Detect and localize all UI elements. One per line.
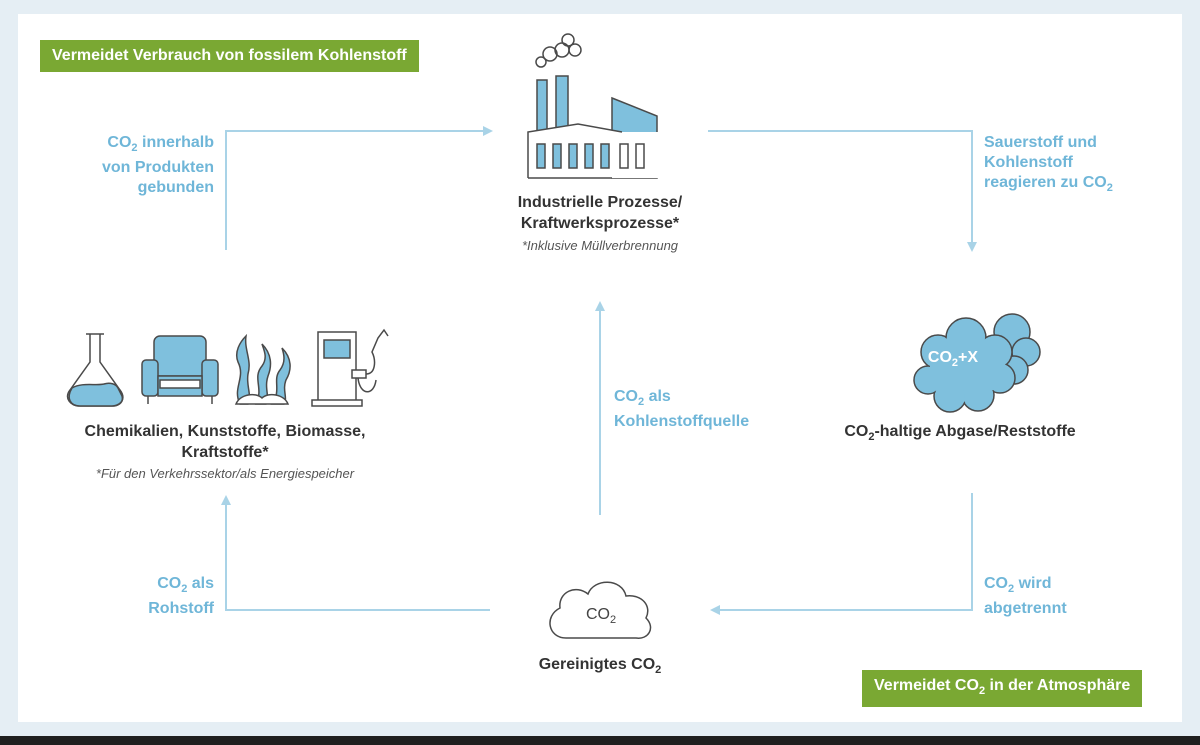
label-co2-bound: CO2 innerhalb von Produkten gebunden bbox=[101, 134, 214, 197]
arrow-industry-to-exhaust bbox=[708, 130, 977, 252]
industry-title: Industrielle Prozesse/ Kraftwerksprozess… bbox=[517, 194, 683, 232]
armchair-icon bbox=[141, 335, 219, 404]
label-separated: CO2 wird abgetrennt bbox=[984, 575, 1067, 618]
exhaust-title: CO2-haltige Abgase/Reststoffe bbox=[844, 423, 1076, 444]
purified-cloud-icon bbox=[549, 581, 652, 639]
purified-title: Gereinigtes CO2 bbox=[538, 656, 662, 677]
purified-cloud-label: CO2 bbox=[585, 606, 617, 627]
arrow-products-to-industry bbox=[225, 126, 493, 250]
arrow-purified-to-products bbox=[221, 495, 490, 611]
exhaust-cloud-label: CO2+X bbox=[927, 349, 979, 370]
label-oxygen-carbon: Sauerstoff und Kohlenstoff reagieren zu … bbox=[984, 134, 1113, 195]
factory-icon bbox=[527, 33, 672, 179]
arrow-exhaust-to-purified bbox=[710, 493, 973, 615]
products-note: *Für den Verkehrssektor/als Energiespeic… bbox=[95, 466, 355, 481]
fuel-pump-icon bbox=[311, 328, 389, 407]
flask-icon bbox=[66, 333, 124, 407]
exhaust-cloud-icon bbox=[913, 313, 1041, 413]
badge-atmosphere: Vermeidet CO2 in der Atmosphäre bbox=[862, 670, 1143, 708]
badge-fossil-carbon: Vermeidet Verbrauch von fossilem Kohlens… bbox=[40, 40, 419, 72]
industry-note: *Inklusive Müllverbrennung bbox=[521, 238, 679, 253]
bottom-strip bbox=[0, 736, 1200, 745]
biomass-icon bbox=[234, 333, 291, 405]
label-carbon-source: CO2 als Kohlenstoffquelle bbox=[614, 388, 750, 431]
label-raw-material: CO2 als Rohstoff bbox=[148, 575, 214, 618]
products-title: Chemikalien, Kunststoffe, Biomasse, Kraf… bbox=[84, 423, 366, 461]
